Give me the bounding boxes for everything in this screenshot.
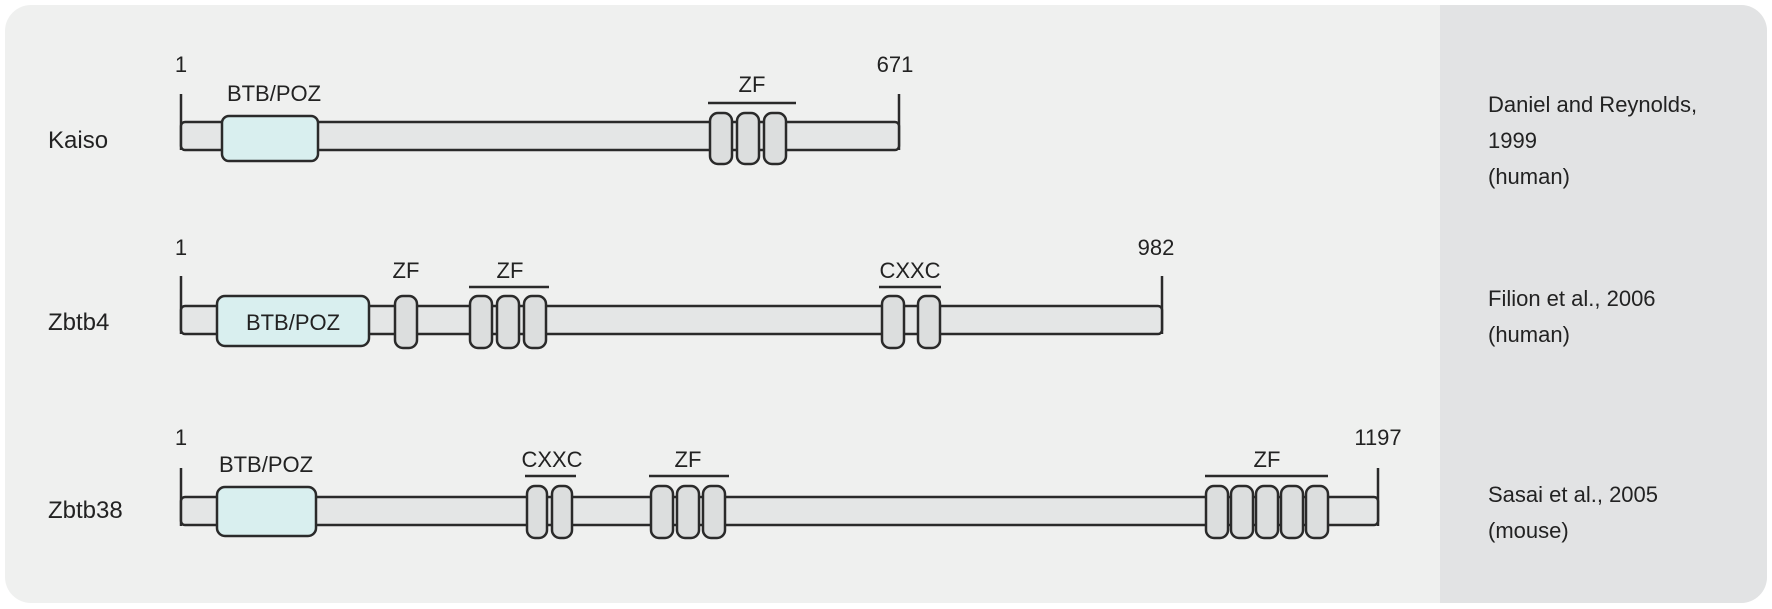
end-label-zbtb38: 1197 [1354,425,1401,450]
protein-row-kaiso: Kaiso 1 671 BTB/POZ ZF Daniel and Reynol… [48,52,1697,189]
zinc-finger-zbtb4-3-1 [880,294,906,350]
protein-bar-zbtb38: BTB/POZ CXXC ZF ZF [179,447,1380,540]
start-label-kaiso: 1 [175,52,187,77]
zinc-finger-zbtb4-2-2 [495,294,521,350]
zinc-finger-zbtb38-2-2 [675,484,701,540]
end-label-kaiso: 671 [877,52,914,77]
protein-name-kaiso: Kaiso [48,127,108,154]
protein-name-zbtb38: Zbtb38 [48,497,123,524]
zf-group-label-zbtb4-3: CXXC [879,258,940,283]
protein-name-zbtb4: Zbtb4 [48,309,109,336]
zf-group-zbtb4-2: ZF [468,258,549,350]
citation-kaiso: Daniel and Reynolds, 1999 (human) [1488,92,1697,189]
citation-zbtb38: Sasai et al., 2005 (mouse) [1488,482,1658,543]
start-label-zbtb38: 1 [175,425,187,450]
zf-group-label-zbtb38-1: CXXC [521,447,582,472]
citation-line-zbtb38-1: Sasai et al., 2005 [1488,482,1658,507]
protein-row-zbtb4: Zbtb4 1 982 BTB/POZ ZF ZF CXXC [48,235,1656,350]
end-label-zbtb4: 982 [1138,235,1175,260]
backbone-zbtb38 [179,495,1380,527]
zf-group-label-kaiso-1: ZF [739,72,766,97]
zf-group-label-zbtb4-2: ZF [497,258,524,283]
zinc-finger-kaiso-1-1 [708,111,734,166]
protein-bar-zbtb4: BTB/POZ ZF ZF CXXC [179,258,1164,350]
protein-row-zbtb38: Zbtb38 1 1197 BTB/POZ CXXC ZF [48,425,1658,543]
zinc-finger-zbtb38-3-2 [1229,484,1255,540]
zinc-finger-zbtb4-2-1 [468,294,494,350]
zf-group-label-zbtb4-1: ZF [393,258,420,283]
citation-line-zbtb4-1: Filion et al., 2006 [1488,286,1656,311]
zinc-finger-zbtb38-3-3 [1254,484,1280,540]
zinc-finger-zbtb38-3-1 [1204,484,1230,540]
zinc-finger-kaiso-1-2 [735,111,761,166]
citation-line-zbtb4-2: (human) [1488,322,1570,347]
citation-column [1440,5,1767,603]
zf-group-label-zbtb38-2: ZF [675,447,702,472]
zinc-finger-zbtb38-3-5 [1304,484,1330,540]
zinc-finger-zbtb38-1-1 [525,484,549,540]
zinc-finger-zbtb4-3-2 [916,294,942,350]
zinc-finger-zbtb38-2-1 [649,484,675,540]
zf-group-zbtb38-3: ZF [1204,447,1330,540]
btb-poz-label-zbtb38: BTB/POZ [219,452,313,477]
zinc-finger-zbtb4-2-3 [522,294,548,350]
btb-poz-domain-zbtb38 [215,485,318,538]
zf-group-zbtb4-1: ZF [393,258,420,350]
citation-line-kaiso-1: Daniel and Reynolds, [1488,92,1697,117]
btb-poz-label-zbtb4: BTB/POZ [246,310,340,335]
protein-bar-kaiso: BTB/POZ ZF [179,72,901,166]
zf-group-kaiso-1: ZF [708,72,796,166]
zinc-finger-zbtb38-1-2 [550,484,574,540]
citation-line-kaiso-3: (human) [1488,164,1570,189]
zinc-finger-zbtb38-3-4 [1279,484,1305,540]
citation-line-kaiso-2: 1999 [1488,128,1537,153]
citation-line-zbtb38-2: (mouse) [1488,518,1569,543]
citation-zbtb4: Filion et al., 2006 (human) [1488,286,1656,347]
btb-poz-domain-zbtb4 [215,294,371,348]
btb-poz-domain-kaiso [220,114,320,163]
zf-group-zbtb4-3: CXXC [879,258,942,350]
zf-group-zbtb38-1: CXXC [521,447,583,540]
zinc-finger-kaiso-1-3 [762,111,788,166]
zf-group-zbtb38-2: ZF [649,447,729,540]
start-label-zbtb4: 1 [175,235,187,260]
zinc-finger-zbtb4-1-1 [393,294,419,350]
zinc-finger-zbtb38-2-3 [701,484,727,540]
zf-group-label-zbtb38-3: ZF [1254,447,1281,472]
btb-poz-label-kaiso: BTB/POZ [227,81,321,106]
